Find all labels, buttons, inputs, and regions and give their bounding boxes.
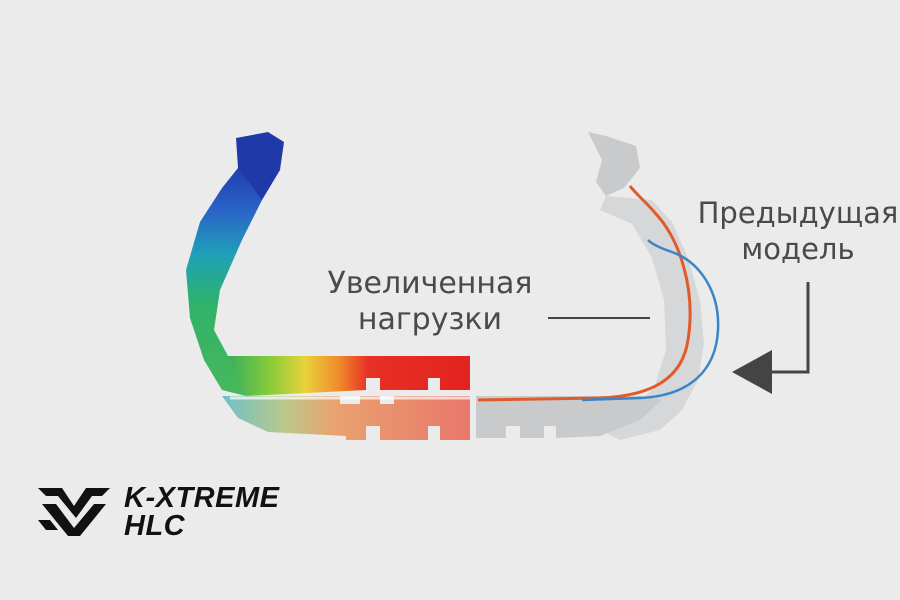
new-tire-upper-tread: [228, 356, 470, 396]
previous-model-label: Предыдущая модель: [688, 195, 900, 267]
new-tire-sidewall: [186, 168, 262, 396]
new-tire-heatmap-section: [186, 132, 470, 440]
previous-model-profile: [476, 132, 720, 440]
previous-model-arrow: [732, 282, 810, 394]
new-carcass-line: [477, 185, 692, 402]
previous-model-bead: [588, 132, 640, 196]
previous-model-line-1: Предыдущая: [697, 196, 899, 230]
previous-model-tread: [476, 396, 662, 438]
brand-name-line-2: HLC: [124, 510, 186, 542]
new-tire-lower-tread: [222, 396, 470, 440]
increased-load-line-2: нагрузки: [357, 302, 503, 337]
increased-load-label: Увеличенная нагрузки: [300, 266, 560, 338]
kumho-emblem-icon: [38, 488, 110, 536]
increased-load-line-1: Увеличенная: [327, 266, 533, 301]
brand-name-line-1: K-XTREME: [124, 482, 280, 514]
brand-name: K-XTREME HLC: [124, 482, 280, 542]
previous-model-sidewall: [600, 196, 704, 440]
brand-logo: K-XTREME HLC: [36, 482, 280, 542]
previous-model-line-2: модель: [741, 232, 855, 266]
previous-carcass-line: [581, 239, 720, 402]
